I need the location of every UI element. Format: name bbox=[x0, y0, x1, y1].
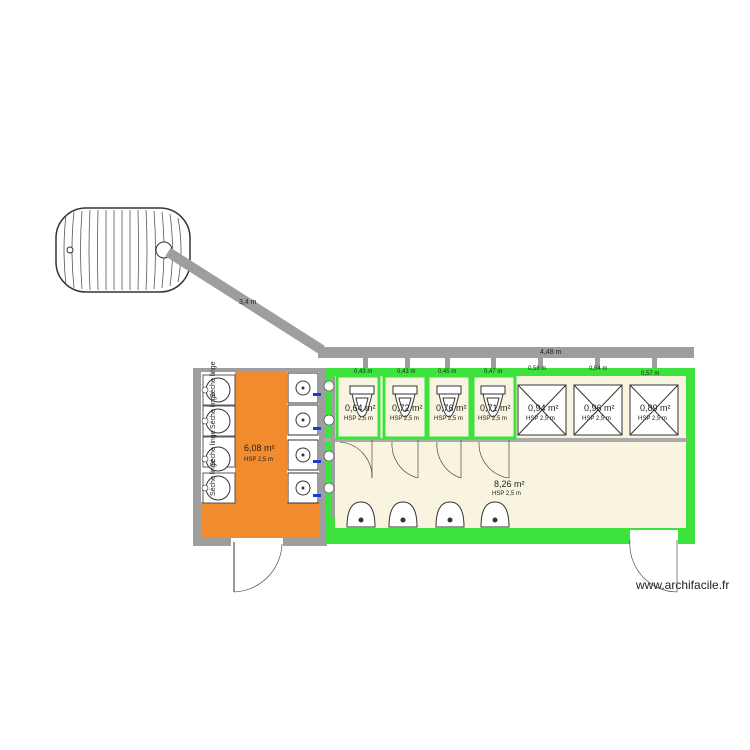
left-room-hsp: HSP 2,5 m bbox=[244, 457, 273, 463]
cabin-area-1: 0,64 m² bbox=[345, 403, 376, 413]
cabin-doors bbox=[339, 440, 678, 593]
left-room-area: 6,08 m² bbox=[244, 443, 275, 453]
sinks bbox=[346, 501, 510, 528]
shower-hsp-3: HSP 2,5 m bbox=[638, 416, 667, 422]
shower-area-1: 0,94 m² bbox=[528, 403, 559, 413]
shower-trays bbox=[517, 384, 679, 436]
cabin-width-4: 0,47 m bbox=[484, 369, 502, 375]
dryer-label-1: Sèche linge bbox=[210, 361, 217, 398]
dryer-label-3: Sèche linge bbox=[210, 430, 217, 467]
cabin-areas: 0,64 m² HSP 2,5 m 0,72 m² HSP 2,5 m 0,76… bbox=[344, 403, 671, 422]
shower-area-3: 0,89 m² bbox=[640, 403, 671, 413]
left-door bbox=[231, 538, 283, 593]
shower-width-1: 0,56 m bbox=[528, 366, 546, 372]
water-tank bbox=[55, 207, 191, 293]
cabin-widths: 0,43 m 0,43 m 0,45 m 0,47 m 0,56 m 0,54 … bbox=[354, 366, 659, 377]
pipe-length: 3,4 m bbox=[239, 299, 257, 306]
toilets bbox=[349, 385, 506, 418]
cabin-area-2: 0,72 m² bbox=[392, 403, 423, 413]
dryer-labels: Sèche linge Sèche linge Sèche linge Sèch… bbox=[210, 361, 217, 496]
cabin-area-4: 0,71 m² bbox=[480, 403, 511, 413]
cabin-width-3: 0,45 m bbox=[438, 369, 456, 375]
water-inlets bbox=[313, 393, 321, 497]
main-room-area: 8,26 m² bbox=[494, 479, 525, 489]
main-room-hsp: HSP 2,5 m bbox=[492, 491, 521, 497]
shower-hsp-2: HSP 2,5 m bbox=[582, 416, 611, 422]
cabin-area-3: 0,76 m² bbox=[436, 403, 467, 413]
partition-stubs bbox=[363, 358, 657, 370]
corridor-wall bbox=[318, 347, 694, 358]
cabin-hsp-3: HSP 2,5 m bbox=[434, 416, 463, 422]
outlets bbox=[323, 380, 335, 494]
cabin-hsp-4: HSP 2,5 m bbox=[478, 416, 507, 422]
dryer-units bbox=[201, 374, 236, 504]
cabin-width-1: 0,43 m bbox=[354, 369, 372, 375]
shower-width-2: 0,54 m bbox=[589, 366, 607, 372]
dryer-label-4: Sèche linge bbox=[210, 459, 217, 496]
shower-width-3: 0,57 m bbox=[641, 371, 659, 377]
dryer-label-2: Sèche linge bbox=[210, 392, 217, 429]
pipe bbox=[165, 247, 325, 355]
cabin-hsp-1: HSP 2,5 m bbox=[344, 416, 373, 422]
shower-hsp-1: HSP 2,5 m bbox=[526, 416, 555, 422]
corridor-length: 4,48 m bbox=[540, 349, 562, 356]
watermark: www.archifacile.fr bbox=[636, 578, 730, 592]
cabin-hsp-2: HSP 2,5 m bbox=[390, 416, 419, 422]
shower-area-2: 0,96 m² bbox=[584, 403, 615, 413]
toilet-cabins bbox=[335, 374, 517, 440]
cabin-width-2: 0,43 m bbox=[397, 369, 415, 375]
washer-units bbox=[287, 372, 319, 504]
